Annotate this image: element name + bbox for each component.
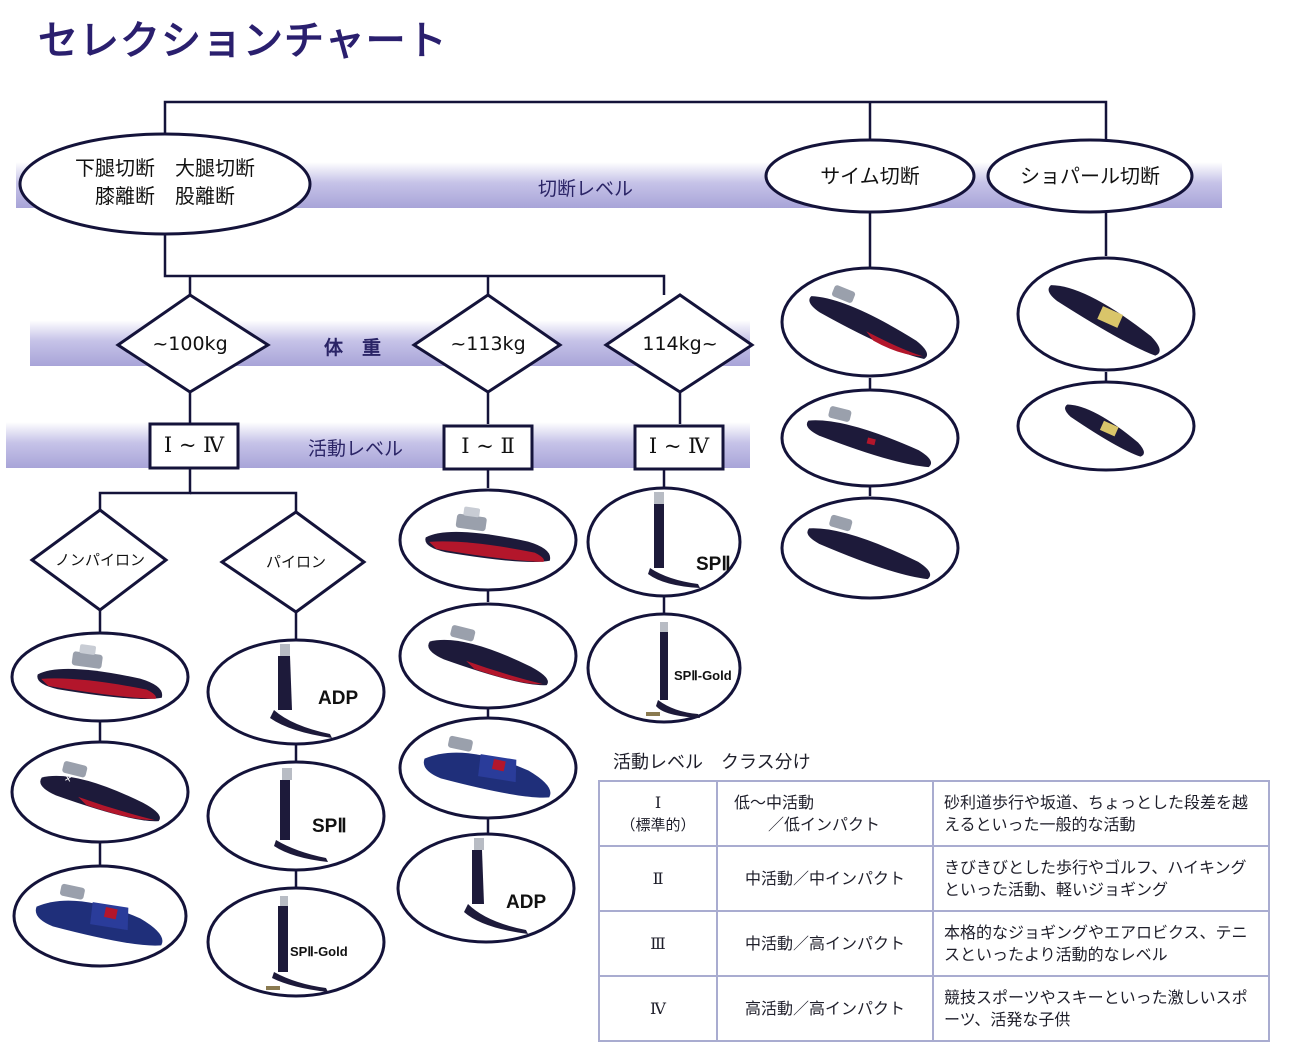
product-label-adp-1: ADP <box>318 688 358 709</box>
band-activity <box>6 422 750 468</box>
foot-image-113-1 <box>425 506 551 562</box>
oval-syme <box>764 138 976 214</box>
oval-main-amputation <box>18 132 312 236</box>
table-cell-level: Ⅳ <box>598 975 718 1042</box>
oval-chopart <box>986 138 1194 214</box>
pylon-image-sp2gold-2 <box>646 622 700 718</box>
table-row: Ⅲ 中活動／高インパクト 本格的なジョギングやエアロビクス、テニスといったより活… <box>598 910 1270 977</box>
svg-text:✕: ✕ <box>63 774 73 786</box>
foot-image-nonpylon-3 <box>35 883 163 946</box>
pylon-label: パイロン <box>265 553 326 571</box>
diamond-weight-114 <box>603 293 755 394</box>
activity-label-2: Ⅰ ~ Ⅱ <box>461 434 515 458</box>
class-table: Ⅰ （標準的） 低～中活動 ／低インパクト 砂利道歩行や坂道、ちょっとした段差を… <box>598 780 1270 1042</box>
amputation-main-line1: 下腿切断 大腿切断 <box>75 156 255 180</box>
foot-image-chopart-2 <box>1065 404 1144 457</box>
table-cell-desc: 本格的なジョギングやエアロビクス、テニスといったより活動的なレベル <box>932 910 1270 977</box>
table-cell-desc: きびきびとした歩行やゴルフ、ハイキングといった活動、軽いジョギング <box>932 845 1270 912</box>
product-label-sp2-2: SPⅡ <box>696 554 731 575</box>
band-label-activity: 活動レベル <box>308 438 404 460</box>
intensity-1b: ／低インパクト <box>768 814 881 834</box>
table-row: Ⅰ （標準的） 低～中活動 ／低インパクト 砂利道歩行や坂道、ちょっとした段差を… <box>598 780 1270 847</box>
nonpylon-label: ノンパイロン <box>54 551 145 569</box>
table-cell-level: Ⅰ （標準的） <box>598 780 718 847</box>
pylon-image-sp2-1 <box>274 768 328 862</box>
table-cell-desc: 競技スポーツやスキーといった激しいスポーツ、活発な子供 <box>932 975 1270 1042</box>
diamond-pylon <box>219 510 367 614</box>
activity-label-3: Ⅰ ~ Ⅳ <box>648 434 710 458</box>
connector-lines <box>98 100 1108 888</box>
weight-label-113: ~113kg <box>450 333 526 355</box>
table-row: Ⅱ 中活動／中インパクト きびきびとした歩行やゴルフ、ハイキングといった活動、軽… <box>598 845 1270 912</box>
page-title: セレクションチャート <box>38 18 448 64</box>
weight-label-100: ~100kg <box>152 333 228 355</box>
amputation-syme: サイム切断 <box>820 164 920 188</box>
foot-image-nonpylon-2: ✕ <box>40 761 160 822</box>
table-cell-intensity: 中活動／高インパクト <box>716 910 934 977</box>
product-label-adp-2: ADP <box>506 892 546 913</box>
band-label-weight: 体 重 <box>324 337 382 359</box>
product-label-sp2gold-2: SPⅡ-Gold <box>674 668 732 683</box>
foot-image-113-2 <box>428 625 548 686</box>
table-cell-intensity: 中活動／中インパクト <box>716 845 934 912</box>
amputation-main-line2: 膝離断 股離断 <box>95 184 235 208</box>
level-1-note: （標準的） <box>620 815 696 834</box>
class-table-title: 活動レベル クラス分け <box>613 752 811 773</box>
pylon-image-sp2-2 <box>648 492 700 588</box>
table-cell-intensity: 高活動／高インパクト <box>716 975 934 1042</box>
level-1: Ⅰ <box>654 792 662 812</box>
foot-image-syme-2 <box>806 406 931 468</box>
oval-product-pylon-sp2 <box>206 760 386 872</box>
foot-image-syme-1 <box>809 285 928 359</box>
weight-label-114: 114kg~ <box>642 333 718 355</box>
diamond-nonpylon <box>29 508 169 612</box>
product-label-sp2-1: SPⅡ <box>312 816 347 837</box>
foot-image-chopart-1 <box>1048 285 1160 356</box>
table-cell-level: Ⅱ <box>598 845 718 912</box>
box-activity-1 <box>148 422 240 470</box>
oval-product-pylon-adp <box>206 638 386 746</box>
oval-product-113-adp <box>396 832 576 944</box>
pylon-image-adp-2 <box>464 838 528 934</box>
box-activity-2 <box>442 424 534 471</box>
activity-label-1: Ⅰ ~ Ⅳ <box>163 433 225 457</box>
foot-image-113-3 <box>423 735 551 798</box>
table-row: Ⅳ 高活動／高インパクト 競技スポーツやスキーといった激しいスポーツ、活発な子供 <box>598 975 1270 1042</box>
box-activity-3 <box>633 424 725 471</box>
product-label-sp2gold-1: SPⅡ-Gold <box>290 944 348 959</box>
amputation-chopart: ショパール切断 <box>1020 164 1160 188</box>
foot-image-syme-3 <box>807 514 931 580</box>
table-cell-intensity: 低～中活動 ／低インパクト <box>716 780 934 847</box>
table-cell-level: Ⅲ <box>598 910 718 977</box>
pylon-image-sp2gold-1 <box>266 896 328 992</box>
table-cell-desc: 砂利道歩行や坂道、ちょっとした段差を越えるといった一般的な活動 <box>932 780 1270 847</box>
pylon-image-adp-1 <box>270 644 332 738</box>
oval-product-pylon-sp2gold <box>206 886 386 998</box>
intensity-1a: 低～中活動 <box>734 792 815 812</box>
foot-image-nonpylon-1 <box>37 644 163 699</box>
diamond-weight-113 <box>411 293 563 394</box>
band-label-level: 切断レベル <box>538 178 634 200</box>
diamond-weight-100 <box>115 293 271 394</box>
